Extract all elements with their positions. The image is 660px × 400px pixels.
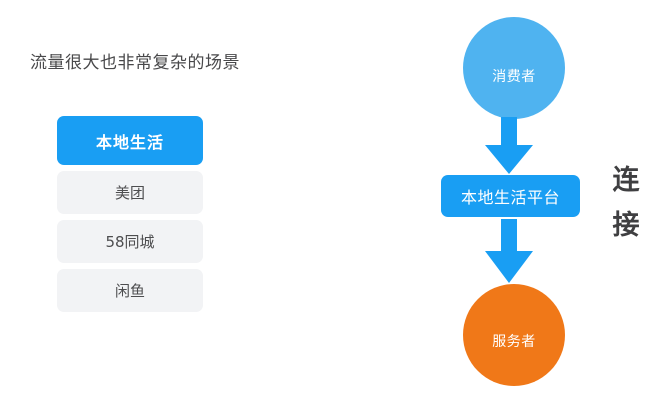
platform-list: 本地生活 美团 58同城 闲鱼: [57, 116, 203, 318]
list-item-meituan[interactable]: 美团: [57, 171, 203, 214]
connect-label-line1: 连: [612, 165, 640, 196]
arrow-down-icon: [481, 219, 537, 283]
flow-node-consumer: 消费者: [463, 17, 565, 119]
scenario-heading: 流量很大也非常复杂的场景: [30, 53, 240, 73]
arrow-down-icon: [481, 117, 537, 174]
flow-node-platform-label: 本地生活平台: [460, 188, 560, 207]
flow-node-consumer-label: 消费者: [492, 69, 536, 85]
list-item-58tongcheng[interactable]: 58同城: [57, 220, 203, 263]
list-item-label: 本地生活: [95, 132, 164, 152]
list-item-label: 美团: [114, 184, 145, 202]
connect-label-line2: 接: [612, 210, 640, 241]
flow-node-platform: 本地生活平台: [441, 175, 580, 217]
flow-diagram: 消费者 本地生活平台 服务者 连 接: [330, 0, 660, 400]
list-item-label: 58同城: [105, 233, 155, 251]
left-panel: 流量很大也非常复杂的场景 本地生活 美团 58同城 闲鱼: [30, 53, 240, 318]
list-item-label: 闲鱼: [114, 282, 145, 300]
flow-node-provider-label: 服务者: [492, 334, 536, 350]
list-item-local-life[interactable]: 本地生活: [57, 116, 203, 165]
flow-node-provider: 服务者: [463, 284, 565, 386]
connect-label: 连 接: [606, 158, 646, 248]
list-item-xianyu[interactable]: 闲鱼: [57, 269, 203, 312]
